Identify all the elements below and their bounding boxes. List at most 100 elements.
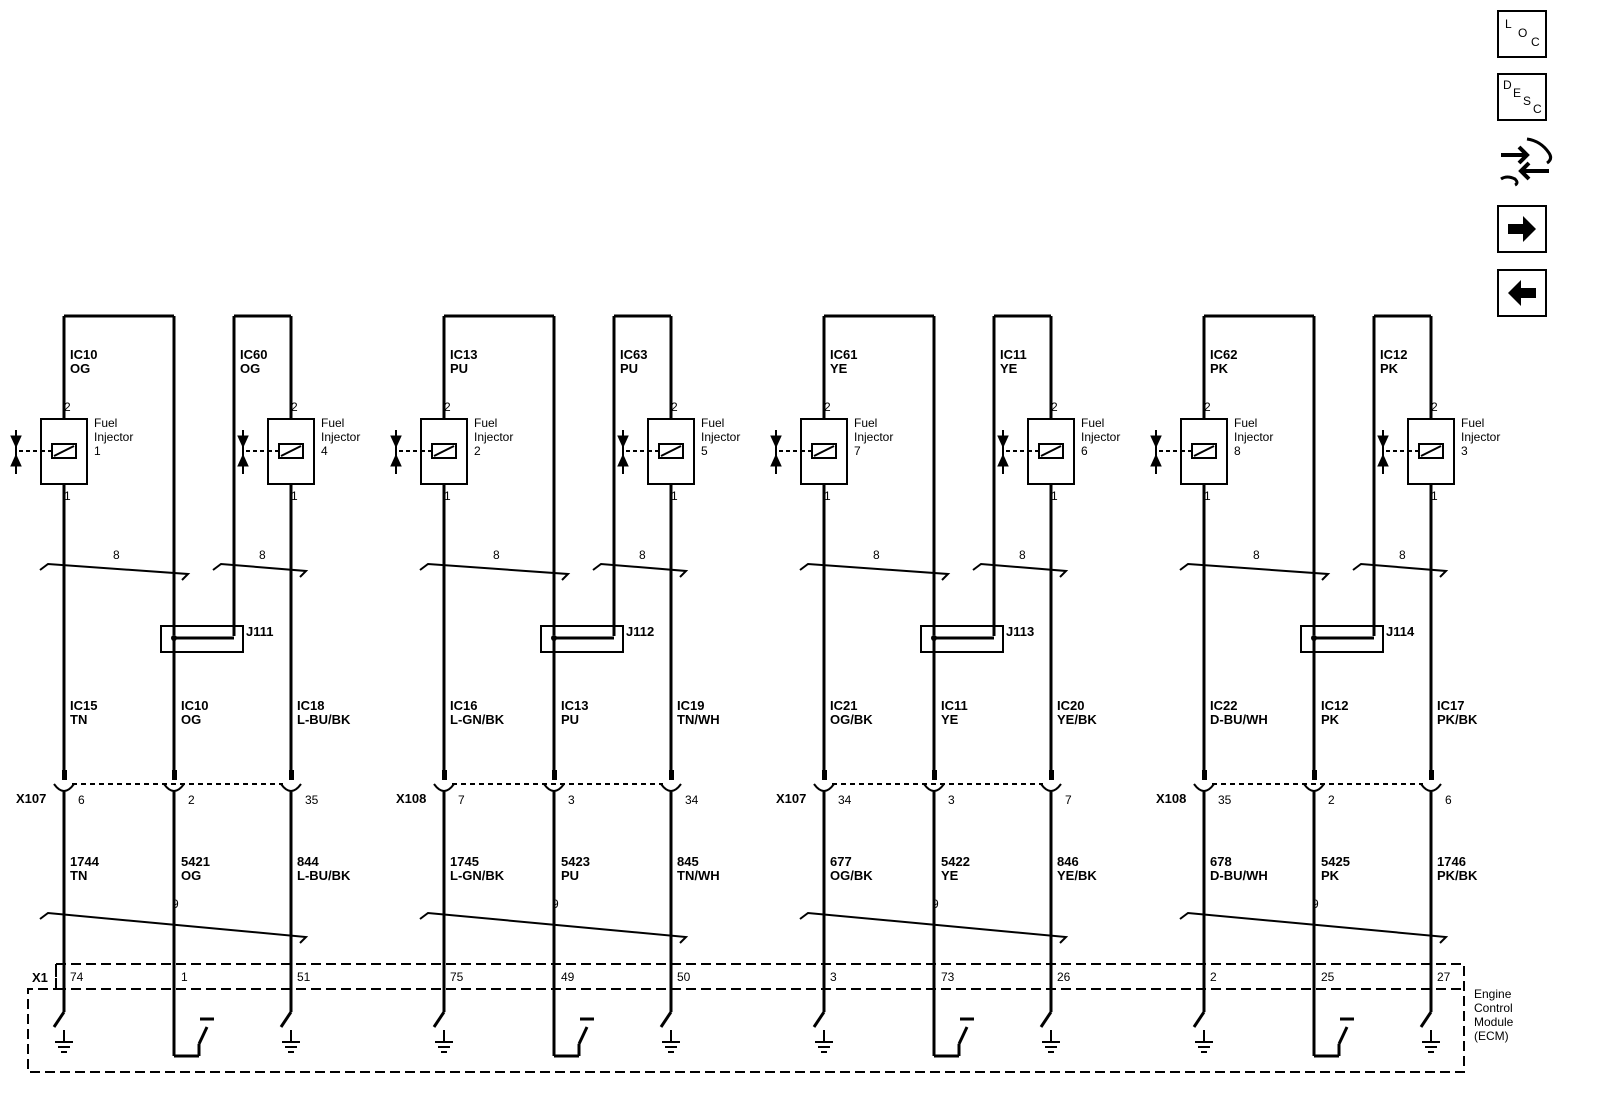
group3-wire-mid-1-color: OG/BK	[830, 712, 873, 727]
loc-letter-2: O	[1518, 26, 1528, 40]
valve-icon-lower	[1377, 453, 1389, 467]
driver-switch-icon	[577, 1026, 589, 1045]
group3-wire-top-right-circuit: IC11	[1000, 347, 1027, 362]
group2-ground-a	[432, 985, 453, 1053]
injector-number: 1	[94, 444, 101, 458]
group4-wire-low-3-circuit: 1746	[1437, 854, 1466, 869]
injector-number: 6	[1081, 444, 1088, 458]
group2-ecm-pin-2: 49	[561, 970, 575, 984]
group3-wire-low-2-circuit: 5422	[941, 854, 970, 869]
group1-break-upper-right: 8	[212, 548, 309, 578]
continuation-break-line	[419, 911, 689, 944]
group4-terminal-pin	[1429, 770, 1434, 780]
group3-splice-label: J113	[1006, 624, 1034, 639]
group1-connector-pin-1: 6	[78, 793, 85, 807]
page-reference: 8	[1019, 548, 1026, 562]
injector-label-line1: Fuel	[474, 416, 497, 430]
injector-label-line2: Injector	[321, 430, 360, 444]
injector-label-line1: Fuel	[94, 416, 117, 430]
coil-slash	[433, 445, 455, 457]
group1-wire-top-right-color: OG	[240, 361, 260, 376]
group2-wire-low-3-circuit: 845	[677, 854, 699, 869]
switch-blade	[1419, 1011, 1433, 1028]
group1-injector-driver	[172, 985, 214, 1058]
group4-inline-connector-label: X108	[1156, 791, 1186, 806]
location-button[interactable]: L O C	[1497, 10, 1547, 58]
group4-ecm-pin-1: 2	[1210, 970, 1217, 984]
injector-pin-top: 2	[1431, 400, 1438, 414]
injector-pin-top: 2	[1051, 400, 1058, 414]
injector-pin-bottom: 1	[444, 489, 451, 503]
group3-ecm-pin-2: 73	[941, 970, 955, 984]
group1-ground-a	[52, 985, 73, 1053]
next-page-button[interactable]	[1497, 205, 1547, 253]
group1-terminal-pin	[172, 770, 177, 780]
injector-label-line2: Injector	[94, 430, 133, 444]
loc-letter-1: L	[1505, 17, 1512, 31]
group3-wire-low-3-circuit: 846	[1057, 854, 1079, 869]
group1-terminal-socket-icon	[53, 783, 75, 792]
desc-letter-1: D	[1503, 78, 1512, 92]
group4-terminal-socket-icon	[1193, 783, 1215, 792]
injector-label-line2: Injector	[701, 430, 740, 444]
page-reference: 8	[639, 548, 646, 562]
group3-wire-low-1-color: OG/BK	[830, 868, 873, 883]
switch-blade	[279, 1011, 293, 1028]
injector-label-line1: Fuel	[854, 416, 877, 430]
valve-icon-upper	[390, 435, 402, 449]
coil-slash	[813, 445, 835, 457]
continuation-break-line	[799, 911, 1069, 944]
group3-wire-low-1-circuit: 677	[830, 854, 852, 869]
continuation-break-line	[1179, 562, 1331, 581]
group2-break-upper-left: 8	[419, 548, 571, 581]
group4-break-upper-right: 8	[1352, 548, 1449, 578]
injector-pin-top: 2	[291, 400, 298, 414]
desc-letter-4: C	[1533, 102, 1542, 116]
group1-wire-low-3-color: L-BU/BK	[297, 868, 351, 883]
group3-connector-pin-2: 3	[948, 793, 955, 807]
continuation-break-line	[1352, 562, 1449, 578]
group1-wire-mid-3-color: L-BU/BK	[297, 712, 351, 727]
group2-terminal-socket-icon	[433, 783, 455, 792]
group4-splice-label: J114	[1386, 624, 1415, 639]
group2-wire-low-2-circuit: 5423	[561, 854, 590, 869]
group2-inline-connector-label: X108	[396, 791, 426, 806]
group1-terminal-pin	[62, 770, 67, 780]
injector-number: 5	[701, 444, 708, 458]
group3-terminal-pin	[822, 770, 827, 780]
group2-wire-mid-2-circuit: IC13	[561, 698, 588, 713]
group4-wire-low-3-color: PK/BK	[1437, 868, 1478, 883]
switch-blade	[1039, 1011, 1053, 1028]
group3-terminal-pin	[932, 770, 937, 780]
previous-page-button[interactable]	[1497, 269, 1547, 317]
group1-terminal-pin	[289, 770, 294, 780]
switch-blade	[812, 1011, 826, 1028]
page-reference: 9	[932, 897, 939, 911]
injector-label-line2: Injector	[854, 430, 893, 444]
group2-terminal-pin	[552, 770, 557, 780]
group3-wire-top-left-color: YE	[830, 361, 848, 376]
description-button[interactable]: D E S C	[1497, 73, 1547, 121]
valve-icon-upper	[1150, 435, 1162, 449]
group3-break-upper-right: 8	[972, 548, 1069, 578]
injector-pin-top: 2	[671, 400, 678, 414]
group3-wire-mid-3-color: YE/BK	[1057, 712, 1097, 727]
group4-break-lower: 9	[1179, 897, 1449, 944]
group3-wire-top-left-circuit: IC61	[830, 347, 857, 362]
injector-pin-bottom: 1	[291, 489, 298, 503]
connector-view-button[interactable]	[1497, 135, 1553, 187]
group4-wire-mid-2-circuit: IC12	[1321, 698, 1348, 713]
injector-pin-bottom: 1	[1204, 489, 1211, 503]
group2-break-upper-right: 8	[592, 548, 689, 578]
group4-connector-pin-1: 35	[1218, 793, 1232, 807]
valve-icon-lower	[617, 453, 629, 467]
injector-label-line1: Fuel	[321, 416, 344, 430]
page-reference: 9	[552, 897, 559, 911]
group2-break-lower: 9	[419, 897, 689, 944]
page-reference: 8	[259, 548, 266, 562]
group3-break-upper-left: 8	[799, 548, 951, 581]
